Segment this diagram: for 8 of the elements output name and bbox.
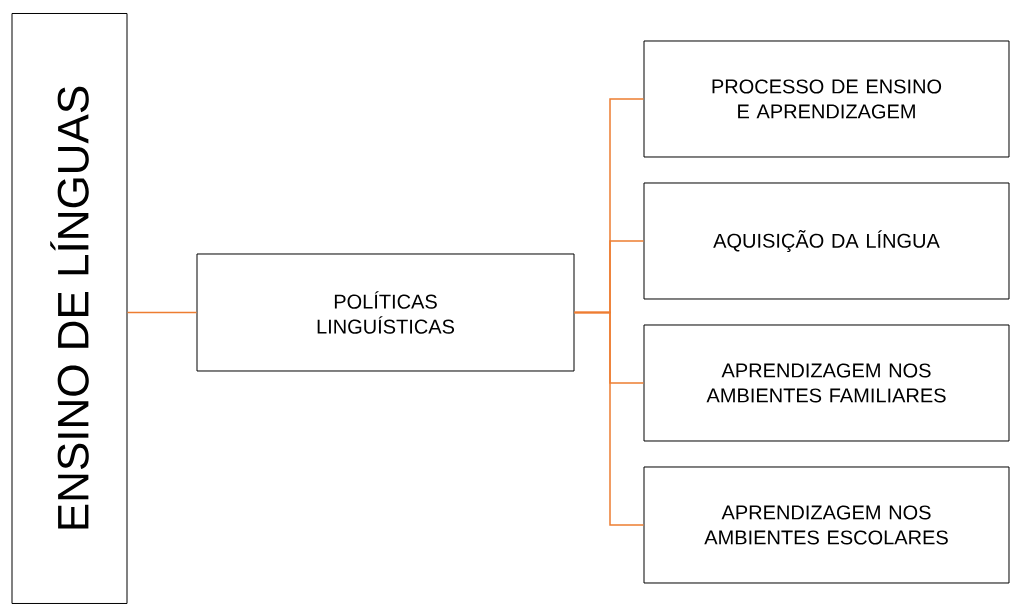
connector-line (573, 311, 645, 526)
topic-box: APRENDIZAGEM NOS AMBIENTES ESCOLARES (643, 466, 1010, 584)
topic-box: PROCESSO DE ENSINO E APRENDIZAGEM (643, 40, 1010, 158)
topic-box: APRENDIZAGEM NOS AMBIENTES FAMILIARES (643, 324, 1010, 442)
topic-box: POLÍTICAS LINGUÍSTICAS (196, 253, 575, 372)
topic-box: AQUISIÇÃO DA LÍNGUA (643, 182, 1010, 300)
title-box: ENSINO DE LÍNGUAS (11, 13, 128, 604)
connector-line (126, 311, 198, 314)
